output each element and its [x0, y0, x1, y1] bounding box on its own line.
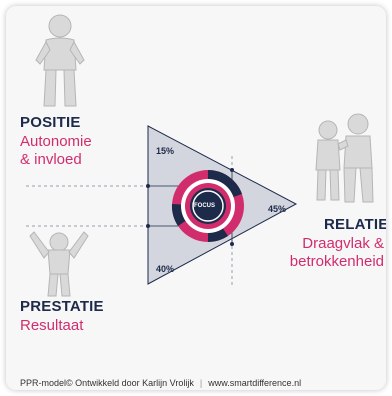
footer-url: www.smartdifference.nl [208, 378, 302, 388]
pct-top: 15% [156, 146, 175, 156]
prestatie-figure-icon [29, 231, 89, 297]
relatie-title: RELATIE [324, 216, 386, 233]
positie-title: POSITIE [20, 114, 81, 131]
positie-line1: Autonomie [20, 133, 92, 150]
ppr-triangle [26, 125, 298, 286]
relatie-figures-icon [315, 113, 374, 203]
pct-right: 45% [268, 204, 287, 214]
positie-line2: & invloed [20, 151, 82, 168]
footer-separator: | [199, 378, 203, 388]
footer-credit: PPR-model© Ontwikkeld door Karlijn Vroli… [20, 378, 194, 388]
focus-label: FOCUS [194, 203, 215, 209]
diagram-frame: POSITIE Autonomie & invloed PRESTATIE Re… [6, 6, 386, 390]
pct-bottom: 40% [156, 264, 175, 274]
relatie-line2: betrokkenheid [289, 253, 384, 270]
prestatie-title: PRESTATIE [20, 298, 104, 315]
relatie-line1: Draagvlak & [302, 235, 384, 252]
footer: PPR-model© Ontwikkeld door Karlijn Vroli… [20, 378, 301, 388]
positie-figure-icon [35, 14, 85, 107]
focus-target [171, 169, 244, 243]
prestatie-line1: Resultaat [20, 317, 84, 334]
